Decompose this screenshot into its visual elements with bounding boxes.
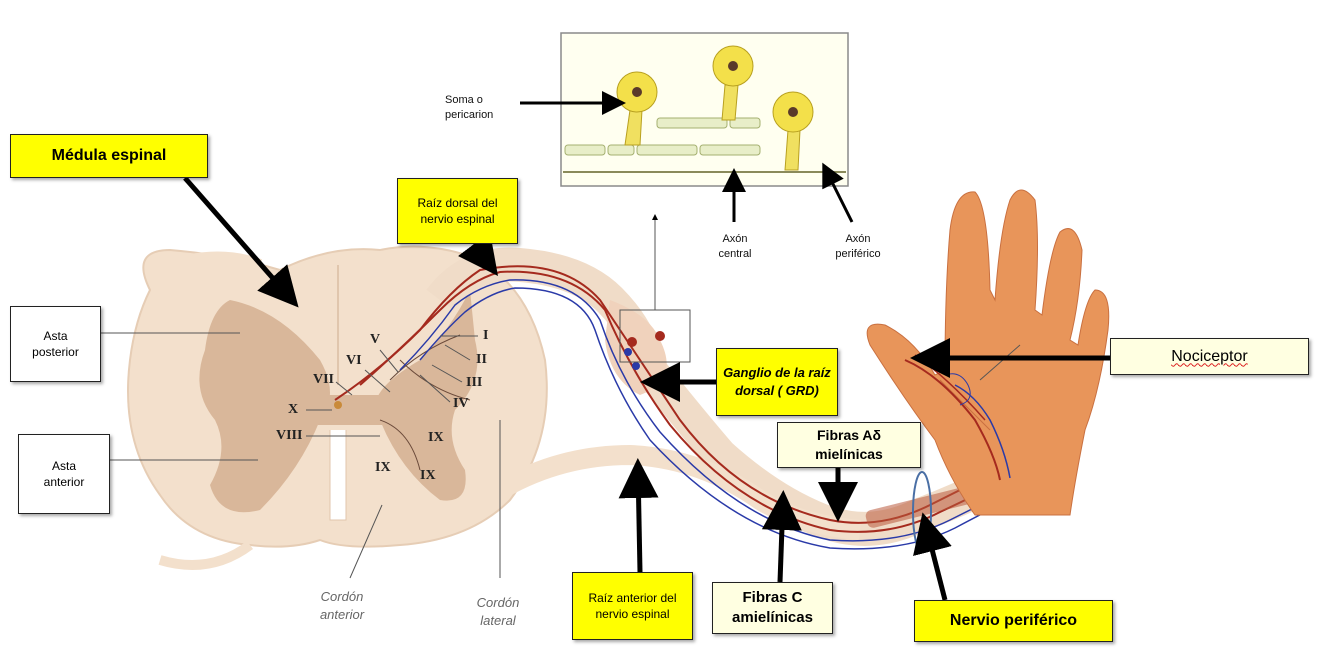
axon-central-label: Axón central xyxy=(718,233,752,261)
inset-panel xyxy=(560,32,849,187)
cordon-anterior-label: Cordón anterior xyxy=(319,589,365,623)
nervio-periferico-label: Nervio periférico xyxy=(914,600,1113,642)
medula-espinal-label: Médula espinal xyxy=(10,134,208,178)
lamina-i-label: I xyxy=(483,328,489,343)
lamina-ix-label: IX xyxy=(428,430,444,445)
lamina-iii-label: III xyxy=(466,375,483,390)
lamina-ii-label: II xyxy=(476,352,487,367)
raiz-anterior-label: Raíz anterior del nervio espinal xyxy=(572,572,693,640)
lamina-x-label: X xyxy=(288,402,299,417)
soma-label: Soma o pericarion xyxy=(445,94,494,122)
axon-periferico-label: Axón periférico xyxy=(835,233,881,261)
lamina-viii-label: VIII xyxy=(276,428,303,443)
spinal-cord xyxy=(127,245,548,570)
raiz-dorsal-label: Raíz dorsal del nervio espinal xyxy=(397,178,518,244)
lamina-vi-label: VI xyxy=(346,353,362,368)
lamina-ix-label: IX xyxy=(420,468,436,483)
leader-lines xyxy=(101,332,501,579)
nociceptor-label: Nociceptor xyxy=(1110,338,1309,375)
asta-anterior-label: Asta anterior xyxy=(18,434,110,514)
lamina-v-label: V xyxy=(370,332,381,347)
asta-posterior-label: Asta posterior xyxy=(10,306,101,382)
lamina-ix-label: IX xyxy=(375,460,391,475)
lamina-vii-label: VII xyxy=(313,372,335,387)
cordon-lateral-label: Cordón lateral xyxy=(476,595,520,629)
fibras-c-label: Fibras C amielínicas xyxy=(712,582,833,634)
ganglio-label: Ganglio de la raíz dorsal ( GRD) xyxy=(716,348,838,416)
lamina-iv-label: IV xyxy=(453,396,469,411)
pointer-arrows xyxy=(183,91,1110,601)
fibras-ad-label: Fibras Aδ mielínicas xyxy=(777,422,921,468)
